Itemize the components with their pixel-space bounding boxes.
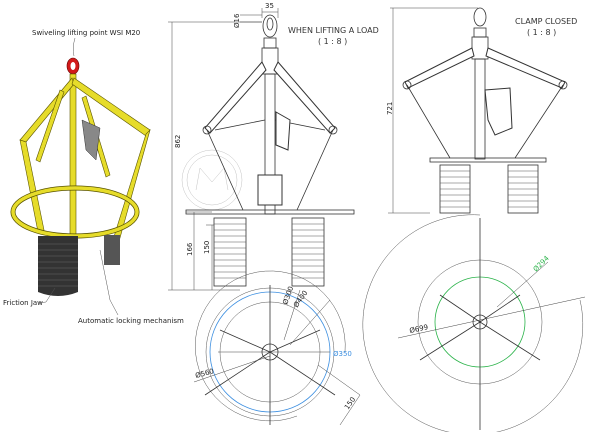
yellow-frame xyxy=(10,73,151,246)
closed-jaw-left xyxy=(439,164,471,214)
closed-jaw-right xyxy=(507,164,539,214)
dim-699: Ø699 xyxy=(409,323,429,335)
dim-eye-width: 35 xyxy=(265,2,274,10)
dim-height-721: 721 xyxy=(386,102,394,115)
friction-jaw-3d xyxy=(38,235,120,296)
dim-height-862: 862 xyxy=(174,135,182,148)
lifting-elevation: WHEN LIFTING A LOAD ( 1 : 8 ) 35 Ø16 862… xyxy=(168,2,379,291)
dim-294: Ø294 xyxy=(532,254,551,273)
lifting-plan: Ø350 Ø300 Ø400 Ø560 150 xyxy=(193,270,361,426)
dim-350: Ø350 xyxy=(333,350,352,358)
label-lifting-point: Swiveling lifting point WSI M20 xyxy=(32,29,140,37)
red-lifting-eye xyxy=(66,57,80,75)
label-locking-mechanism: Automatic locking mechanism xyxy=(78,317,184,325)
dim-eye-diameter: Ø16 xyxy=(233,13,241,28)
iso-view: Swiveling lifting point WSI M20 Friction… xyxy=(3,29,184,325)
closed-elevation: CLAMP CLOSED ( 1 : 8 ) 721 xyxy=(386,7,577,214)
jaw-right xyxy=(291,217,325,287)
lifting-view-scale: ( 1 : 8 ) xyxy=(318,37,347,46)
closed-view-title: CLAMP CLOSED xyxy=(515,17,577,26)
label-friction-jaw: Friction Jaw xyxy=(3,299,43,307)
closed-view-scale: ( 1 : 8 ) xyxy=(527,28,556,37)
watermark-logo xyxy=(181,149,243,211)
dim-166: 166 xyxy=(186,242,194,256)
dim-150: 150 xyxy=(203,241,211,254)
lifting-view-title: WHEN LIFTING A LOAD xyxy=(288,26,379,35)
jaw-left xyxy=(213,217,247,287)
closed-plan: Ø699 Ø294 xyxy=(362,214,586,432)
dim-150-plan: 150 xyxy=(343,396,357,412)
